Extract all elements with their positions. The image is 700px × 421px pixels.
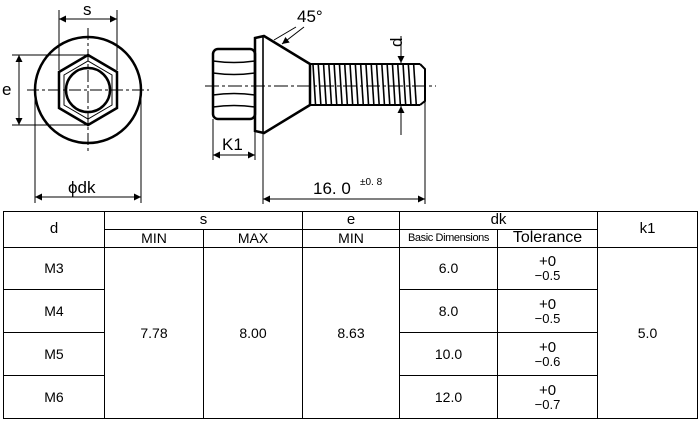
table-row: M6 12.0 +0 −0.7 (3, 375, 698, 419)
header-e-min: MIN (302, 228, 400, 248)
thread-line (338, 64, 343, 105)
header-e: e (302, 211, 400, 230)
tolerance-minus: −0.5 (534, 310, 561, 326)
cell-e-min: 8.63 (302, 246, 400, 420)
cell-tolerance: +0 −0.7 (497, 375, 598, 419)
thread-line (333, 64, 338, 105)
hex-side-facets (212, 60, 256, 108)
header-s-min: MIN (104, 228, 204, 248)
header-dk-basic: Basic Dimensions (399, 228, 498, 248)
thread-line (349, 64, 354, 105)
thread-line (322, 64, 327, 105)
thread-line (312, 64, 317, 105)
angle-leader (273, 26, 297, 41)
thread-line (359, 64, 364, 105)
tolerance-minus: −0.7 (534, 396, 561, 412)
cell-s-max: 8.00 (203, 246, 303, 420)
thread-line (407, 64, 412, 105)
thread-lines (312, 64, 417, 105)
tolerance-plus: +0 (538, 381, 557, 399)
thread-line (328, 64, 333, 105)
side-view (205, 26, 436, 204)
thread-line (365, 64, 370, 105)
thread-line (370, 64, 375, 105)
table-row: M4 8.0 +0 −0.5 (3, 289, 698, 334)
cell-d: M4 (3, 289, 105, 334)
tolerance-minus: −0.5 (534, 267, 561, 283)
cell-dk: 12.0 (399, 375, 498, 419)
header-dk-tolerance: Tolerance (497, 228, 598, 248)
header-d: d (3, 211, 105, 248)
cell-tolerance: +0 −0.5 (497, 289, 598, 334)
spec-table: d s e dk k1 MIN MAX MIN Basic Dimensions… (3, 211, 698, 420)
table-row: M3 7.78 8.00 8.63 6.0 +0 −0.5 5.0 (3, 246, 698, 420)
cell-tolerance: +0 −0.6 (497, 332, 598, 377)
label-e: e (2, 80, 11, 99)
thread-line (317, 64, 322, 105)
cell-tolerance: +0 −0.5 (497, 246, 598, 291)
cell-k1: 5.0 (597, 246, 698, 420)
tolerance-plus: +0 (538, 338, 557, 356)
label-k1: K1 (222, 135, 243, 154)
cell-dk: 8.0 (399, 289, 498, 334)
tolerance-minus: −0.6 (534, 353, 561, 369)
thread-line (397, 64, 402, 105)
header-k1: k1 (597, 211, 698, 248)
thread-line (375, 64, 380, 105)
tolerance-plus: +0 (538, 252, 557, 270)
thread-line (354, 64, 359, 105)
header-dk: dk (399, 211, 598, 230)
thread-line (402, 64, 407, 105)
thread-line (412, 64, 417, 105)
label-d: d (387, 38, 406, 47)
label-length-tol: ±0. 8 (360, 177, 383, 188)
header-s: s (104, 211, 303, 230)
cell-d: M3 (3, 246, 105, 291)
cell-dk: 6.0 (399, 246, 498, 291)
header-s-max: MAX (203, 228, 303, 248)
label-dk: ϕdk (68, 178, 96, 197)
thread-line (391, 64, 396, 105)
label-length: 16. 0 (313, 179, 351, 198)
thread-line (344, 64, 349, 105)
top-view (12, 10, 149, 203)
shank-end (419, 63, 426, 106)
cell-s-min: 7.78 (104, 246, 204, 420)
hex-side (211, 47, 257, 121)
label-s: s (83, 0, 92, 19)
technical-drawing: s e ϕdk 45° d K1 16. 0 ±0. 8 (2, 0, 436, 204)
label-angle: 45° (297, 7, 323, 26)
cell-d: M5 (3, 332, 105, 377)
tolerance-plus: +0 (538, 295, 557, 313)
thread-line (386, 64, 391, 105)
angle-arrow (281, 26, 305, 45)
thread-line (381, 64, 386, 105)
cell-d: M6 (3, 375, 105, 419)
cell-dk: 10.0 (399, 332, 498, 377)
